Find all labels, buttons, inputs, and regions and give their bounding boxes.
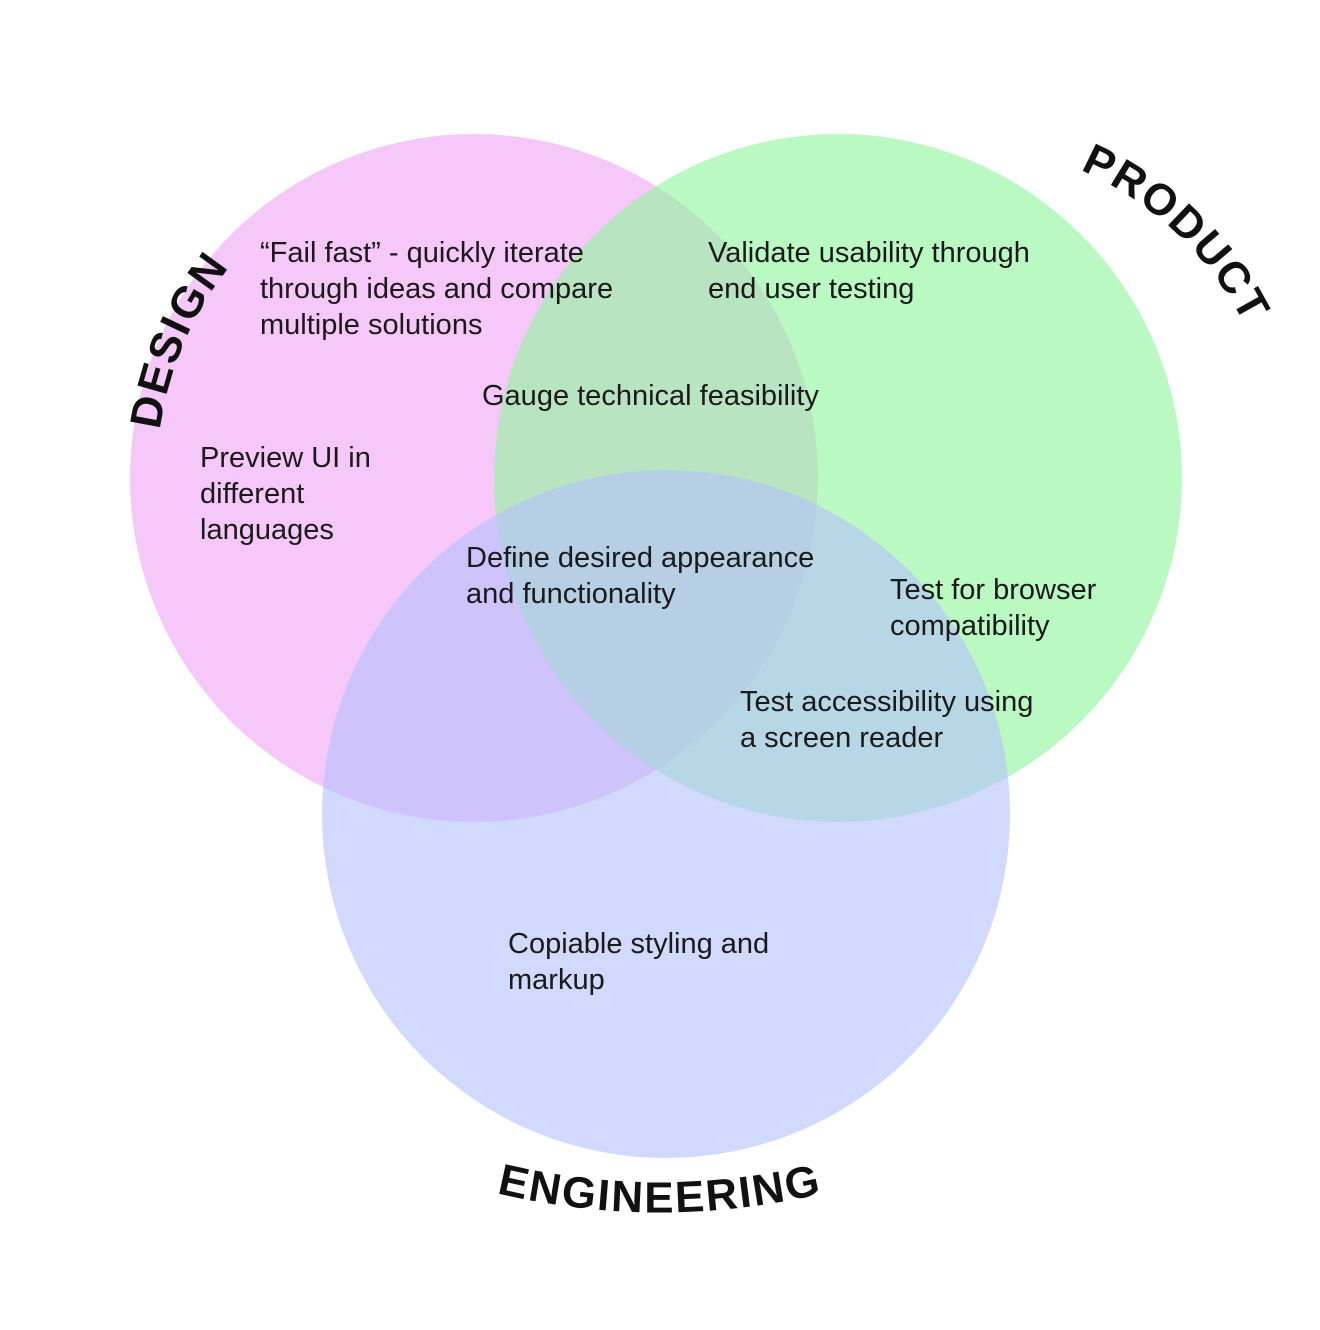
engineering-only-text: Copiable styling and markup — [508, 928, 777, 996]
text-line: “Fail fast” - quickly iterate — [260, 237, 584, 269]
text-line: end user testing — [708, 273, 914, 305]
center-text: Define desired appearance and functional… — [466, 542, 822, 610]
text-line: Copiable styling and — [508, 928, 769, 960]
text-line: through ideas and compare — [260, 273, 613, 305]
design-product-text: Gauge technical feasibility — [482, 380, 819, 412]
product-engineering-text: Test accessibility using a screen reader — [740, 686, 1041, 754]
product-only-right-text: Test for browser compatibility — [890, 574, 1104, 642]
design-only-left-text: Preview UI in different languages — [200, 442, 379, 546]
text-line: and functionality — [466, 578, 676, 610]
text-line: languages — [200, 514, 334, 546]
text-line: markup — [508, 964, 605, 996]
text-line: different — [200, 478, 304, 510]
text-line: Test accessibility using — [740, 686, 1033, 718]
product-only-top-text: Validate usability through end user test… — [708, 237, 1038, 305]
text-line: multiple solutions — [260, 309, 482, 341]
engineering-circle — [322, 470, 1010, 1158]
design-only-top-text: “Fail fast” - quickly iterate through id… — [260, 237, 621, 341]
engineering-label: ENGINEERING — [494, 1155, 825, 1222]
text-line: Gauge technical feasibility — [482, 380, 819, 412]
text-line: Test for browser — [890, 574, 1097, 606]
text-line: Define desired appearance — [466, 542, 814, 574]
text-line: Validate usability through — [708, 237, 1030, 269]
text-line: a screen reader — [740, 722, 943, 754]
text-line: compatibility — [890, 610, 1050, 642]
text-line: Preview UI in — [200, 442, 371, 474]
